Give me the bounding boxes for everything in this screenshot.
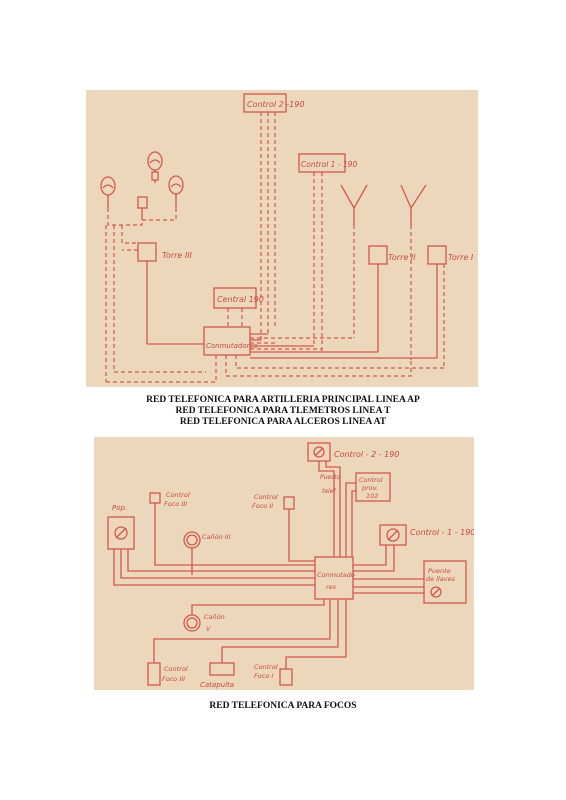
control-prov-102-label-1: Control <box>359 476 383 484</box>
pop-label: Pop. <box>112 504 127 512</box>
caption-focos: RED TELEFONICA PARA FOCOS <box>209 701 357 711</box>
control-prov-102-box <box>355 472 391 502</box>
control-1-190-focos-icon <box>386 528 400 542</box>
control-foco-2-label-2: Foco II <box>252 502 273 510</box>
puente-de-llaves-icon <box>430 586 442 598</box>
control-2-190-box <box>243 93 287 113</box>
caption-alceros: RED TELEFONICA PARA ALCEROS LINEA AT <box>179 417 387 427</box>
diagram-focos: Control - 2 - 190 Puesto telef. Control … <box>94 437 474 690</box>
control-1-190-focos-label: Control - 1 - 190 <box>410 528 474 537</box>
pop-icon <box>114 526 128 540</box>
conmutadores-focos-box <box>314 556 354 600</box>
canon-3-label: Cañón III <box>202 533 231 541</box>
puesto-telef-label-2: telef. <box>322 488 337 495</box>
central-190-label: Central 190 <box>217 295 264 304</box>
puente-de-llaves-label-2: de llaves <box>426 575 456 583</box>
puente-de-llaves-box <box>423 560 467 604</box>
caption-group-top: RED TELEFONICA PARA ARTILLERIA PRINCIPAL… <box>0 395 566 428</box>
conmutadores-label: Conmutadores <box>206 342 258 350</box>
control-2-190-focos-label: Control - 2 - 190 <box>334 450 399 459</box>
control-2-190-label: Control 2 -190 <box>247 100 304 109</box>
diagram-focos-drawing: Control - 2 - 190 Puesto telef. Control … <box>107 442 474 689</box>
control-2-190-focos-icon <box>313 446 325 458</box>
catapulta-box <box>209 662 235 676</box>
torre-2-label: Torre II <box>388 253 416 262</box>
control-foco-3-bottom-label-2: Foco III <box>162 675 185 683</box>
control-foco-1-box <box>279 668 293 686</box>
control-foco-3-bottom-label-1: Control <box>164 665 188 673</box>
torre-2-box <box>368 245 388 265</box>
conmutadores-focos-label-1: Conmutado <box>317 571 355 579</box>
control-prov-102-label-3: 102 <box>366 492 378 500</box>
torre-3-label: Torre III <box>162 251 193 260</box>
control-foco-3-top-box <box>149 492 161 504</box>
control-foco-2-label-1: Control <box>254 493 278 501</box>
control-prov-102-label-2: prov. <box>361 484 378 492</box>
control-1-190-label: Control 1 - 190 <box>301 160 357 169</box>
catapulta-label: Catapulta <box>200 681 234 689</box>
torre-1-label: Torre I <box>448 253 474 262</box>
lamp-icon-right <box>168 175 184 208</box>
canon-5-label-1: Cañón <box>204 613 225 621</box>
caption-telemetros: RED TELEFONICA PARA TLEMETROS LINEA T <box>175 406 391 416</box>
torre-1-box <box>427 245 447 265</box>
lamp-icon-center <box>147 151 163 183</box>
telephone-icon <box>137 196 148 220</box>
control-foco-1-label-2: Foco I <box>254 672 273 680</box>
diagram-artilleria: Control 2 -190 Control 1 - 190 Torre III… <box>86 90 478 387</box>
caption-artilleria: RED TELEFONICA PARA ARTILLERIA PRINCIPAL… <box>146 395 420 405</box>
lamp-icon-left <box>100 176 116 208</box>
control-foco-2-box <box>283 496 295 510</box>
central-190-box <box>213 287 257 309</box>
conmutadores-box <box>203 326 251 356</box>
control-foco-3-top-label-1: Control <box>166 491 190 499</box>
control-foco-1-label-1: Control <box>254 663 278 671</box>
torre-3-box <box>137 242 157 262</box>
puente-de-llaves-label-1: Puente <box>428 567 451 575</box>
canon-5-label-2: V <box>206 625 211 633</box>
control-foco-3-bottom-box <box>147 662 161 686</box>
puesto-telef-label-1: Puesto <box>320 474 341 481</box>
conmutadores-focos-label-2: res <box>326 583 337 591</box>
control-foco-3-top-label-2: Foco III <box>164 500 187 508</box>
diagram-artilleria-drawing: Control 2 -190 Control 1 - 190 Torre III… <box>100 93 474 383</box>
